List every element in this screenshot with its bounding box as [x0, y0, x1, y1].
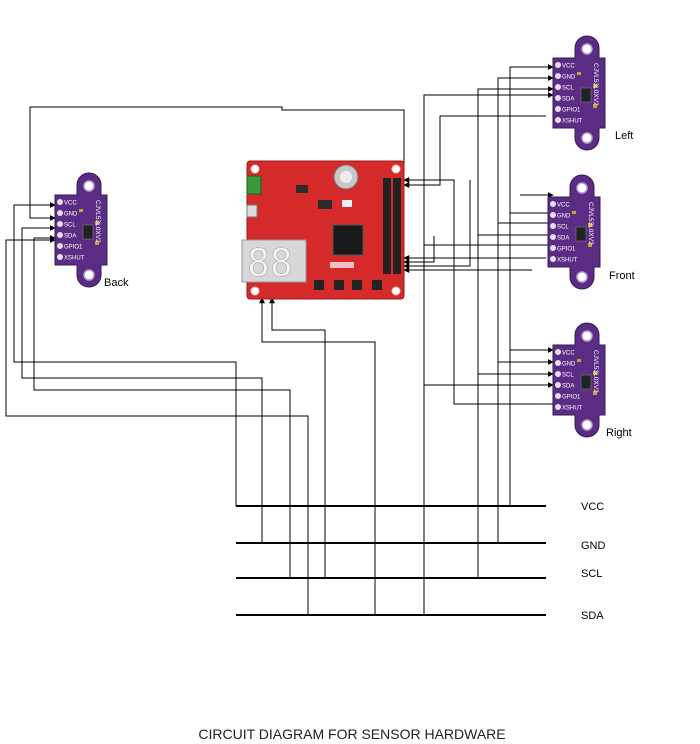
sensor-front-label: Front: [609, 270, 635, 282]
sensor-left: VCC GND SCL SDA GPIO1 XSHUT CJVL53L0XV2: [552, 35, 606, 151]
pin-label: VCC: [562, 64, 575, 70]
pin-label: VCC: [562, 351, 575, 357]
sensor-left-pin-labels: VCC GND SCL SDA GPIO1 XSHUT: [562, 64, 583, 125]
right-sensor-wires: [403, 177, 554, 405]
pin-label: SDA: [557, 236, 569, 242]
sensor-right: VCC GND SCL SDA GPIO1 XSHUT CJVL53L0XV2: [552, 322, 606, 438]
pin-label: XSHUT: [64, 256, 85, 262]
sensor-back-label: Back: [104, 277, 129, 289]
sensor-right-label: Right: [606, 427, 632, 439]
front-sensor-wires: [403, 192, 554, 261]
left-sensor-wires: [403, 64, 554, 615]
pin-label: GPIO1: [562, 108, 581, 114]
pin-label: SCL: [557, 225, 569, 231]
sensor-left-label: Left: [615, 130, 633, 142]
pin-label: SCL: [562, 86, 574, 92]
pin-label: XSHUT: [562, 406, 583, 412]
pin-label: GPIO1: [64, 245, 83, 251]
vcc-bus-label: VCC: [581, 501, 604, 513]
gnd-bus-label: GND: [581, 540, 606, 552]
sensor-part-name: CJVL53L0XV2: [587, 202, 594, 245]
sensor-part-name: CJVL53L0XV2: [592, 350, 599, 393]
sensor-front-pin-labels: VCC GND SCL SDA GPIO1 XSHUT: [557, 203, 578, 264]
board-bottom-wires: [259, 297, 376, 615]
sensor-part-name: CJVL53L0XV2: [592, 63, 599, 106]
pin-label: SDA: [562, 97, 574, 103]
pin-label: GPIO1: [562, 395, 581, 401]
sda-bus-label: SDA: [581, 610, 604, 622]
pin-label: SCL: [64, 223, 76, 229]
pin-label: VCC: [557, 203, 570, 209]
back-sensor-wires: [5, 106, 405, 615]
pin-label: SCL: [562, 373, 574, 379]
pin-label: VCC: [64, 201, 77, 207]
pin-label: SDA: [64, 234, 76, 240]
pin-label: XSHUT: [557, 258, 578, 264]
pin-label: GPIO1: [557, 247, 576, 253]
sensor-part-name: CJVL53L0XV2: [94, 200, 101, 243]
pin-label: GND: [64, 212, 78, 218]
pin-label: XSHUT: [562, 119, 583, 125]
pin-label: GND: [557, 214, 571, 220]
sensor-back-pin-labels: VCC GND SCL SDA GPIO1 XSHUT: [64, 201, 85, 262]
mcu-board: 88: [241, 160, 405, 300]
pin-label: GND: [562, 362, 576, 368]
pin-label: GND: [562, 75, 576, 81]
sensor-front: VCC GND SCL SDA GPIO1 XSHUT CJVL53L0XV2: [547, 174, 601, 290]
diagram-title: CIRCUIT DIAGRAM FOR SENSOR HARDWARE: [198, 726, 505, 742]
scl-bus-label: SCL: [581, 568, 602, 580]
sensor-right-pin-labels: VCC GND SCL SDA GPIO1 XSHUT: [562, 351, 583, 412]
board-header-wires: [403, 180, 532, 273]
pin-label: SDA: [562, 384, 574, 390]
seven-segment-digits: 88: [247, 241, 293, 285]
sensor-back: VCC GND SCL SDA GPIO1 XSHUT CJVL53L0XV2: [54, 172, 108, 288]
